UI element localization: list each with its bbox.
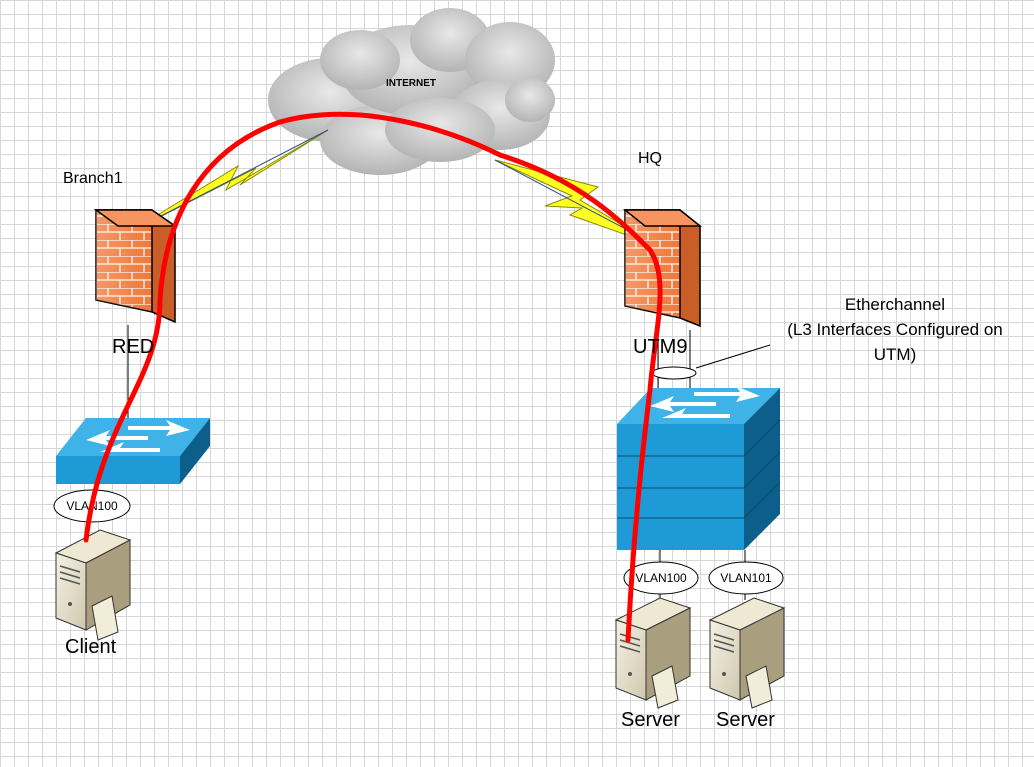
- svg-text:VLAN101: VLAN101: [720, 571, 772, 585]
- vlan-pill-hq-server2: VLAN101: [708, 561, 784, 595]
- server2-label: Server: [716, 709, 775, 731]
- utm-firewall-label: UTM9: [633, 336, 688, 358]
- branch-switch-icon: [56, 418, 210, 484]
- red-firewall-label: RED: [112, 336, 155, 358]
- etherchannel-note-line1: Etherchannel: [844, 295, 946, 314]
- server1-icon: [614, 597, 692, 709]
- internet-label: INTERNET: [386, 78, 436, 89]
- internet-cloud: INTERNET: [268, 8, 555, 175]
- utm-firewall-icon: [622, 209, 703, 328]
- vlan-pill-hq-server1: VLAN100: [623, 561, 699, 595]
- etherchannel-note: Etherchannel (L3 Interfaces Configured o…: [770, 292, 1020, 367]
- svg-text:VLAN100: VLAN100: [635, 571, 687, 585]
- hq-switch-stack-icon: [617, 386, 781, 550]
- client-pc-icon: [54, 529, 132, 641]
- etherchannel-note-line3: UTM): [873, 345, 917, 364]
- hq-site-label: HQ: [638, 150, 662, 167]
- branch-site-label: Branch1: [63, 170, 123, 187]
- etherchannel-note-line2: (L3 Interfaces Configured on: [787, 320, 1003, 339]
- etherchannel-bundle: [651, 366, 697, 380]
- server1-label: Server: [621, 709, 680, 731]
- server2-icon: [708, 597, 786, 709]
- traffic-path: [83, 111, 663, 643]
- red-firewall-icon: [93, 209, 178, 324]
- client-label: Client: [65, 636, 117, 658]
